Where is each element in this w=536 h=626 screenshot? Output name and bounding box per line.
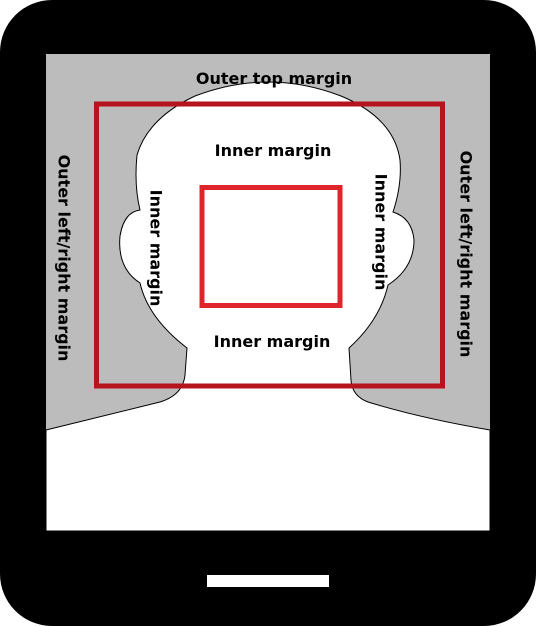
inner-margin-frame xyxy=(199,185,343,308)
inner-bottom-margin-label: Inner margin xyxy=(214,332,331,351)
inner-top-margin-label: Inner margin xyxy=(215,141,332,160)
outer-margin-frame xyxy=(94,101,445,389)
outer-left-margin-label: Outer left/right margin xyxy=(55,155,74,362)
outer-top-margin-label: Outer top margin xyxy=(196,69,352,88)
inner-left-margin-label: Inner margin xyxy=(147,190,166,307)
inner-right-margin-label: Inner margin xyxy=(372,174,391,291)
home-button[interactable] xyxy=(207,575,329,587)
outer-right-margin-label: Outer left/right margin xyxy=(457,151,476,358)
